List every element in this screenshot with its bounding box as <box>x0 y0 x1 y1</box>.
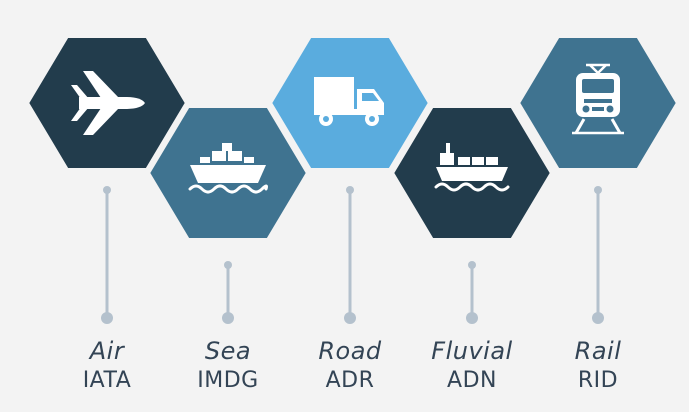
hexagon-sea <box>146 104 310 242</box>
hexagon-fluvial <box>390 104 554 242</box>
mode-name: Air <box>89 337 125 365</box>
regulation-code: RID <box>577 368 619 393</box>
connector-bottom-dot-air <box>101 312 113 324</box>
connector-top-dot-air <box>103 186 111 194</box>
hexagon-rail <box>516 34 680 172</box>
mode-name: Road <box>318 337 382 365</box>
regulation-code: IMDG <box>197 368 259 393</box>
connector-bottom-dot-road <box>344 312 356 324</box>
connector-top-dot-road <box>346 186 354 194</box>
mode-name: Sea <box>204 337 252 365</box>
regulation-code: ADR <box>325 368 375 393</box>
connector-top-dot-fluvial <box>468 261 476 269</box>
regulation-code: ADN <box>447 368 497 393</box>
hexagon-air <box>25 34 189 172</box>
mode-name: Rail <box>574 337 622 365</box>
connector-top-dot-sea <box>224 261 232 269</box>
connector-bottom-dot-fluvial <box>466 312 478 324</box>
mode-name: Fluvial <box>431 337 513 365</box>
connector-bottom-dot-sea <box>222 312 234 324</box>
regulation-code: IATA <box>82 368 132 393</box>
connector-top-dot-rail <box>594 186 602 194</box>
connector-bottom-dot-rail <box>592 312 604 324</box>
hexagon-road <box>268 34 432 172</box>
